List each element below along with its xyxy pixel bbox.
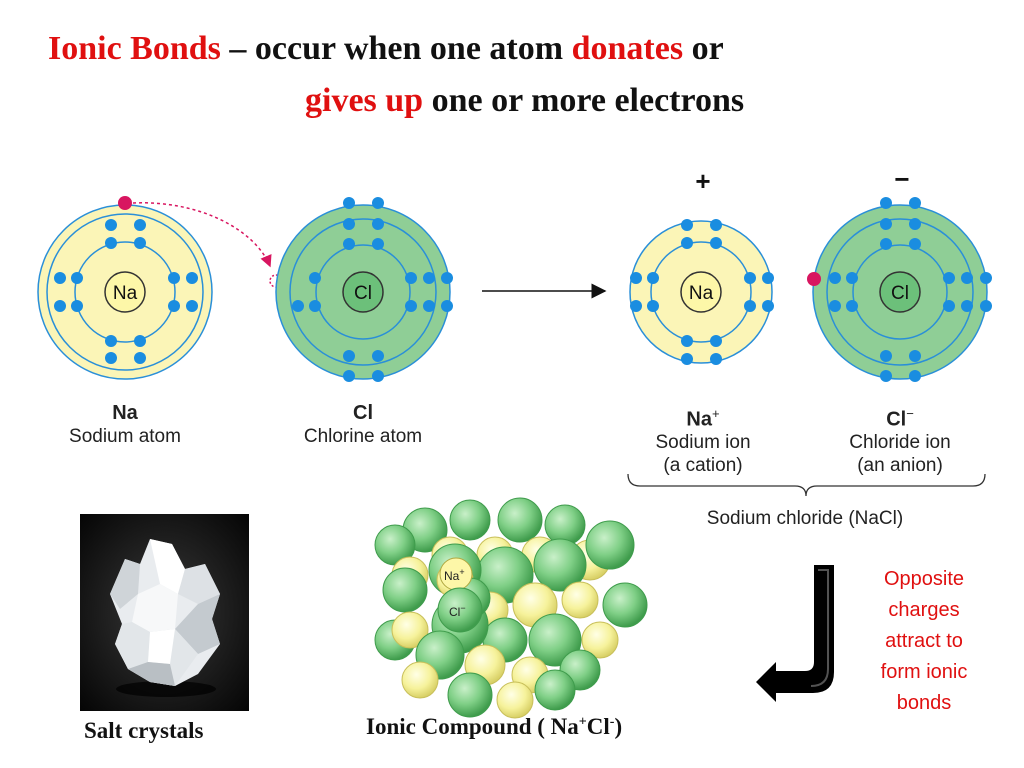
chloride-sphere bbox=[449, 499, 491, 541]
chloride-sphere bbox=[602, 582, 648, 628]
compound-brace bbox=[627, 473, 986, 497]
salt-crystal-photo bbox=[80, 514, 249, 711]
chloride-sphere bbox=[533, 538, 587, 592]
sodium-electrons bbox=[54, 219, 198, 364]
gained-electron bbox=[807, 272, 821, 286]
lattice-na-sup: + bbox=[459, 567, 465, 577]
lattice-cl-text: Cl bbox=[449, 605, 461, 619]
title-text-2: or bbox=[683, 30, 724, 67]
cl-ion-type: (an anion) bbox=[857, 455, 943, 477]
sodium-sphere bbox=[496, 681, 534, 719]
sodium-chloride-label: Sodium chloride (NaCl) bbox=[706, 508, 904, 529]
cl-atom-label: Cl Chlorine atom bbox=[283, 402, 443, 448]
cl-ion-charge: − bbox=[894, 164, 909, 194]
lattice-na-label: Na+ bbox=[444, 565, 465, 583]
attraction-arrow bbox=[756, 565, 834, 702]
compound-caption-cl: Cl bbox=[586, 714, 610, 739]
chloride-ion bbox=[807, 197, 992, 382]
cl-ion-label: Cl− Chloride ion (an anion) bbox=[825, 402, 975, 477]
sodium-ion bbox=[629, 219, 774, 365]
lattice-cl-label: Cl− bbox=[449, 601, 466, 619]
na-atom-label: Na Sodium atom bbox=[55, 402, 195, 448]
salt-crystal-image bbox=[80, 514, 249, 711]
sodium-atom bbox=[37, 196, 213, 380]
compound-caption: Ionic Compound ( Na+Cl-) bbox=[366, 714, 622, 740]
crystal-lattice bbox=[374, 497, 648, 719]
cl-ion-symbol: Cl bbox=[891, 283, 909, 304]
cl-symbol: Cl bbox=[354, 283, 372, 304]
note-line-4: form ionic bbox=[880, 661, 968, 683]
title-gives-up: gives up bbox=[305, 82, 424, 119]
donated-electron bbox=[118, 196, 132, 210]
title-donates: donates bbox=[571, 30, 684, 67]
note-line-1: Opposite bbox=[883, 568, 965, 590]
chloride-sphere bbox=[528, 613, 582, 667]
chloride-sphere bbox=[534, 669, 576, 711]
na-ion-charge: + bbox=[695, 166, 710, 196]
na-ion-formula-charge: + bbox=[711, 406, 720, 421]
na-ion-formula: Na bbox=[686, 408, 712, 431]
na-ion-type: (a cation) bbox=[663, 455, 743, 477]
compound-caption-end: ) bbox=[614, 714, 623, 739]
note-line-3: attract to bbox=[885, 630, 963, 652]
chlorine-atom bbox=[275, 197, 453, 382]
cl-atom-name: Chlorine atom bbox=[303, 426, 423, 447]
salt-caption: Salt crystals bbox=[84, 718, 204, 743]
sodium-sphere bbox=[581, 621, 619, 659]
compound-caption-sup2: - bbox=[609, 714, 615, 730]
note-line-2: charges bbox=[888, 599, 960, 621]
labeled-chloride-sphere bbox=[437, 587, 483, 633]
note-line-5: bonds bbox=[896, 692, 952, 714]
slide-title: Ionic Bonds – occur when one atom donate… bbox=[48, 30, 724, 68]
chloride-sphere bbox=[497, 497, 543, 543]
lattice-cl-sup: − bbox=[460, 603, 466, 613]
sodium-sphere bbox=[561, 581, 599, 619]
na-ion-label: Na+ Sodium ion (a cation) bbox=[628, 402, 778, 477]
na-symbol: Na bbox=[113, 283, 138, 304]
na-atom-name: Sodium atom bbox=[69, 426, 181, 447]
na-atom-formula: Na bbox=[112, 402, 138, 424]
title-text-1: – occur when one atom bbox=[220, 30, 572, 67]
na-ion-symbol: Na bbox=[689, 283, 714, 304]
chloride-sphere bbox=[585, 520, 635, 570]
cl-atom-formula: Cl bbox=[353, 402, 373, 424]
attraction-note: Opposite charges attract to form ionic b… bbox=[855, 564, 993, 719]
slide-title-line2: gives up one or more electrons bbox=[305, 82, 744, 120]
lattice-na-text: Na bbox=[444, 569, 460, 583]
cl-ion-name: Chloride ion bbox=[849, 432, 951, 454]
compound-caption-sup1: + bbox=[578, 714, 587, 730]
cl-ion-formula: Cl bbox=[886, 408, 907, 431]
compound-caption-text: Ionic Compound ( Na bbox=[366, 714, 579, 739]
cl-ion-formula-charge: − bbox=[906, 406, 914, 421]
electron-transfer-path bbox=[132, 202, 272, 268]
sodium-sphere bbox=[401, 661, 439, 699]
sodium-sphere bbox=[391, 611, 429, 649]
chloride-sphere bbox=[382, 567, 428, 613]
na-ion-name: Sodium ion bbox=[655, 432, 751, 454]
title-text-3: one or more electrons bbox=[423, 82, 745, 119]
title-ionic-bonds: Ionic Bonds bbox=[48, 30, 221, 67]
chloride-sphere bbox=[447, 672, 493, 718]
